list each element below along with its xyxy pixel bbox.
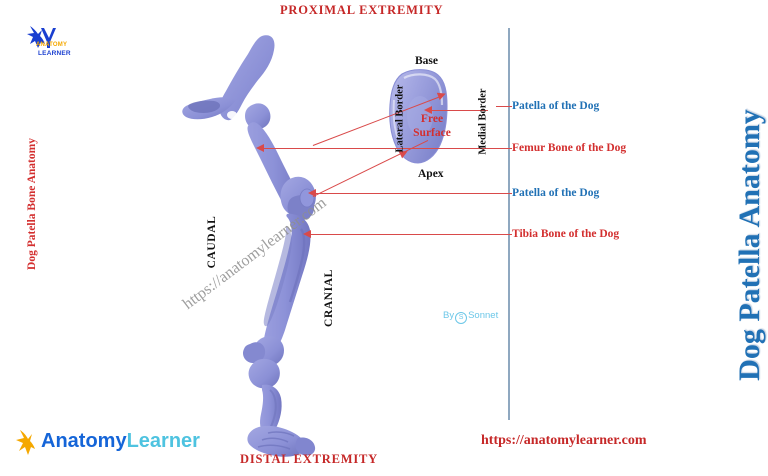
leader-line-tibia xyxy=(309,234,512,236)
callout-label-femur: Femur Bone of the Dog xyxy=(512,142,627,154)
arrowhead-patella xyxy=(308,189,316,197)
cranial-orientation-label: CRANIAL xyxy=(323,269,335,327)
credit-prefix: By xyxy=(443,310,455,321)
free-surface-line-1: Free xyxy=(420,113,444,125)
distal-extremity-label: DISTAL EXTREMITY xyxy=(240,452,378,466)
logo-wordmark: AnatomyLearner xyxy=(41,430,200,453)
leader-line-femur xyxy=(262,148,512,150)
site-url: https://anatomylearner.com xyxy=(481,433,647,448)
anatomylearner-logo: AnatomyLearner xyxy=(14,428,200,458)
callout-label-patella-top: Patella of the Dog xyxy=(512,100,600,112)
free-surface-line-2: Surface xyxy=(413,127,451,140)
proximal-extremity-label: PROXIMAL EXTREMITY xyxy=(280,3,444,17)
logo-figure-icon xyxy=(27,26,56,48)
anatomylearner-logo-small: ANATOMY LEARNER xyxy=(22,22,88,64)
callout-label-tibia: Tibia Bone of the Dog xyxy=(512,228,620,240)
logo-word-anatomy: Anatomy xyxy=(41,430,127,452)
arrowhead-tibia xyxy=(303,230,311,238)
logo-top-line-1: ANATOMY xyxy=(36,42,68,48)
credit-name: Sonnet xyxy=(468,310,499,321)
left-side-caption: Dog Patella Bone Anatomy xyxy=(26,138,38,270)
leader-line-patella-top xyxy=(496,106,512,108)
page-title: Dog Patella Anatomy xyxy=(733,109,766,381)
patella-free-surface-label: Free Surface xyxy=(404,112,460,141)
patella-medial-border-label: Medial Border xyxy=(477,88,489,155)
vertical-divider xyxy=(508,28,510,420)
callout-label-patella: Patella of the Dog xyxy=(512,187,600,199)
caudal-orientation-label: CAUDAL xyxy=(206,215,218,269)
patella-apex-label: Apex xyxy=(418,168,444,180)
logo-word-learner: Learner xyxy=(126,430,200,452)
logo-runner-icon xyxy=(16,430,35,455)
logo-top-line-2: LEARNER xyxy=(38,50,71,57)
leader-line-patella xyxy=(314,193,512,195)
credit-mark-icon: S xyxy=(455,312,468,324)
patella-base-label: Base xyxy=(415,55,438,67)
arrowhead-free-surface xyxy=(424,106,432,114)
leader-line-free-surface xyxy=(430,110,488,112)
diagonal-watermark: https://anatomylearner.com xyxy=(179,194,330,313)
arrowhead-femur xyxy=(256,144,264,152)
